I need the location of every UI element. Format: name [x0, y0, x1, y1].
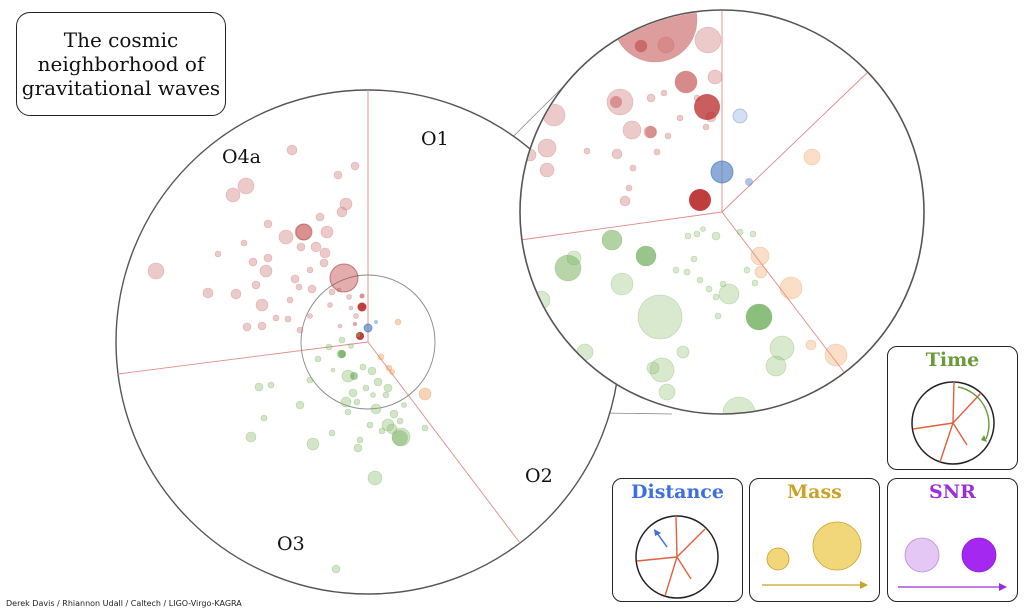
legend-time-title: Time [925, 349, 980, 371]
title-line-1: The cosmic [63, 28, 179, 52]
title-line-3: gravitational waves [21, 76, 221, 100]
legend-distance-title: Distance [631, 481, 724, 503]
legend-snr-title: SNR [929, 481, 976, 503]
o4a-events [147, 144, 360, 334]
o4a-highlight-events [295, 223, 367, 340]
o3-highlight-events [338, 350, 408, 446]
mass-size-icon [762, 521, 868, 589]
legend-time: Time [887, 346, 1018, 470]
snr-opacity-icon [898, 537, 1007, 591]
o2-events [377, 318, 432, 401]
legend-snr: SNR [887, 478, 1018, 602]
legend-mass: Mass [749, 478, 880, 602]
legend-distance: Distance [612, 478, 743, 602]
clock-icon [911, 381, 995, 465]
magnified-content [521, 11, 871, 413]
o3-events [245, 332, 429, 574]
o1-events [363, 320, 378, 333]
label-o3: O3 [277, 533, 305, 555]
label-o4a: O4a [222, 146, 261, 168]
distance-diagram-icon [635, 515, 719, 599]
run-dividers [117, 90, 521, 544]
label-o1: O1 [421, 128, 449, 150]
legend-mass-title: Mass [787, 481, 842, 503]
label-o2: O2 [525, 465, 553, 487]
image-credit: Derek Davis / Rhiannon Udall / Caltech /… [6, 599, 242, 608]
inner-zoom-circle [300, 274, 436, 410]
title-line-2: neighborhood of [37, 52, 205, 76]
title-box: The cosmic neighborhood of gravitational… [16, 12, 226, 116]
